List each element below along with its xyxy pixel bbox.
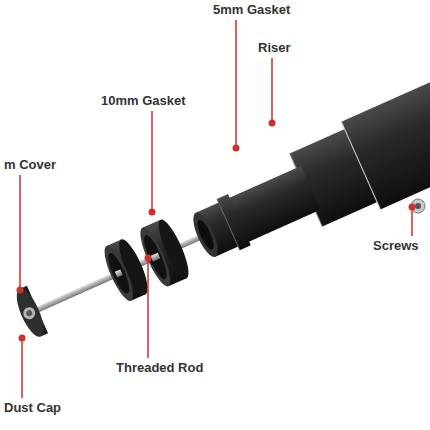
part-label: 5mm Gasket — [212, 2, 291, 18]
part-label: Riser — [257, 40, 292, 56]
part-label: Screws — [372, 238, 420, 254]
part-label: m Cover — [3, 157, 57, 173]
part-label: Threaded Rod — [115, 360, 204, 376]
part-label: Dust Cap — [3, 400, 62, 416]
part-label: 10mm Gasket — [100, 93, 187, 109]
